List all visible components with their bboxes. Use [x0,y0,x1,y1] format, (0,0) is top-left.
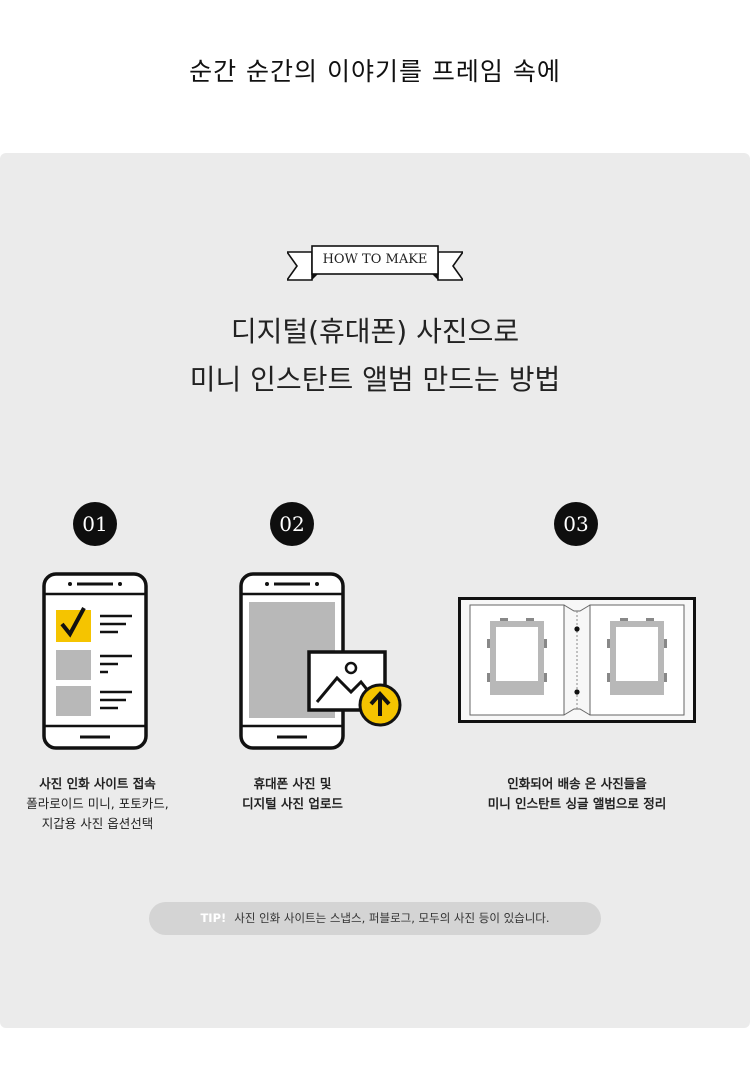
phone-upload-icon [239,572,402,750]
step-3-line-1: 인화되어 배송 온 사진들을 [507,776,647,791]
step-1-caption: 사진 인화 사이트 접속 폴라로이드 미니, 포토카드, 지갑용 사진 옵션선택 [5,774,190,834]
ribbon-banner [287,245,463,281]
headline-line-2: 미니 인스탄트 앨범 만드는 방법 [189,363,561,396]
tip-bar: TIP! 사진 인화 사이트는 스냅스, 퍼블로그, 모두의 사진 등이 있습니다… [149,902,601,935]
step-2-number: 02 [270,502,314,546]
page-title: 순간 순간의 이야기를 프레임 속에 [189,57,561,86]
step-3-number: 03 [554,502,598,546]
step-1-title: 사진 인화 사이트 접속 [39,776,156,791]
step-1-number: 01 [73,502,117,546]
ribbon-label: HOW TO MAKE [322,252,428,267]
step-1-line-2: 지갑용 사진 옵션선택 [41,816,154,831]
step-3-line-2: 미니 인스탄트 싱글 앨범으로 정리 [487,796,667,811]
step-2-line-2: 디지털 사진 업로드 [242,796,343,811]
phone-checklist-icon [42,572,148,750]
step-2-line-1: 휴대폰 사진 및 [253,776,332,791]
step-2-caption: 휴대폰 사진 및 디지털 사진 업로드 [200,774,385,814]
headline-line-1: 디지털(휴대폰) 사진으로 [230,315,520,348]
tip-text: 사진 인화 사이트는 스냅스, 퍼블로그, 모두의 사진 등이 있습니다. [234,911,550,925]
step-1-line-1: 폴라로이드 미니, 포토카드, [26,796,169,811]
step-3-caption: 인화되어 배송 온 사진들을 미니 인스탄트 싱글 앨범으로 정리 [452,774,702,814]
open-album-icon [458,597,696,723]
tip-label: TIP! [200,911,227,925]
